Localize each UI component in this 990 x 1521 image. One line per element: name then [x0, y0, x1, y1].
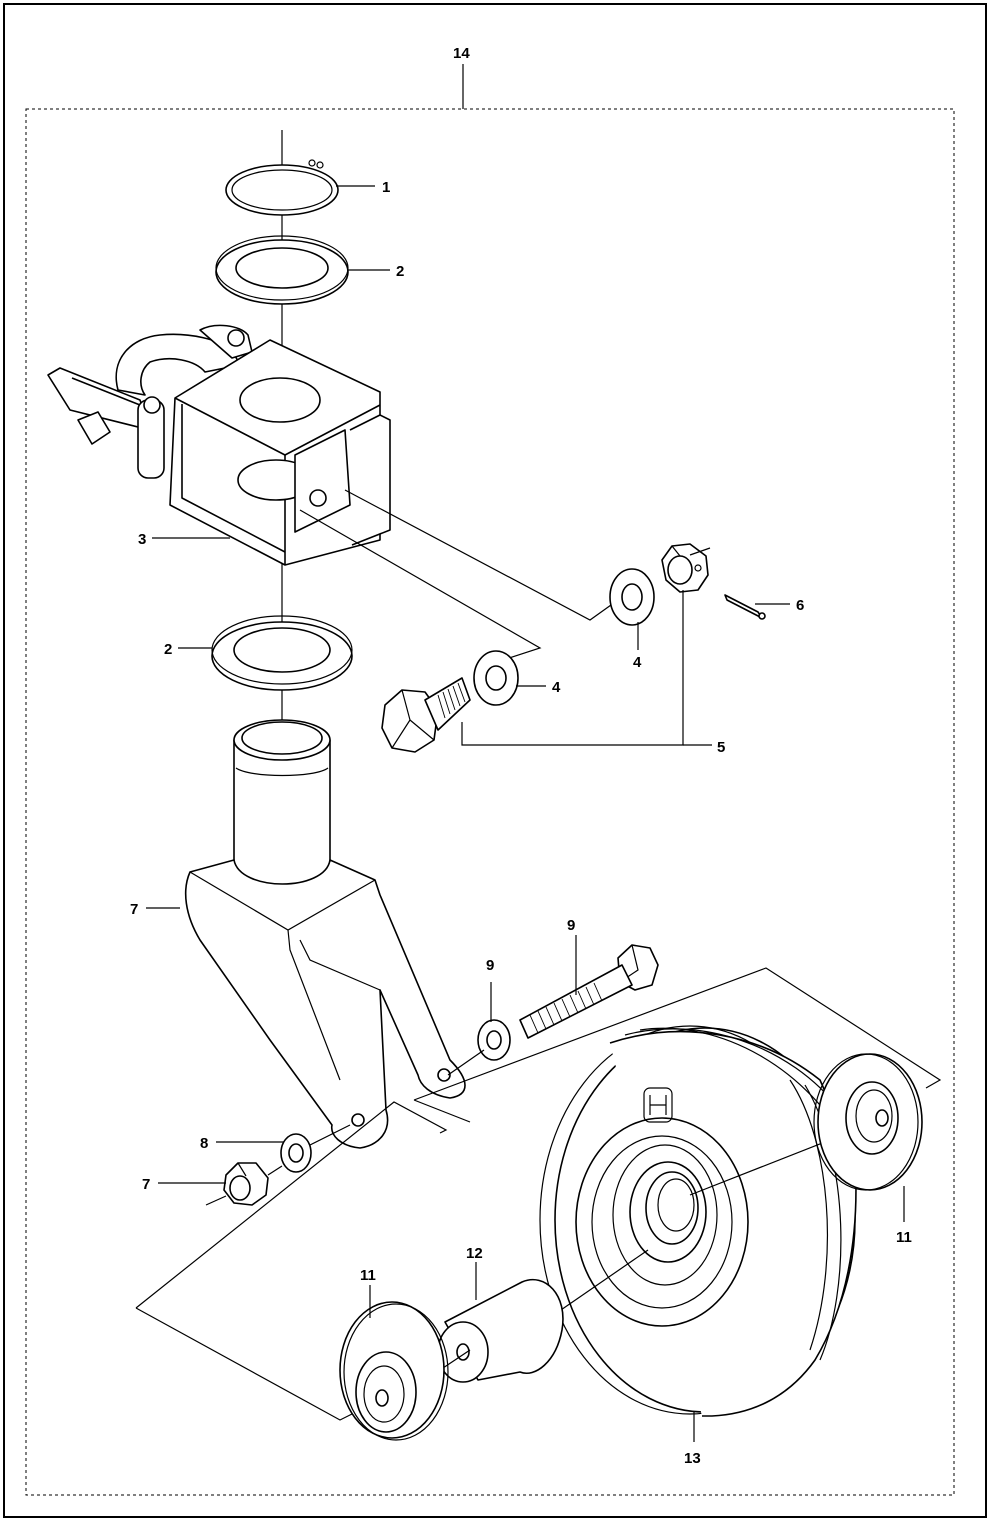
axis-nut [689, 547, 711, 556]
part-11-hubcap-right [813, 1053, 923, 1191]
label-12: 12 [466, 1245, 483, 1262]
part-2-upper-washer [215, 235, 349, 305]
label-4-right: 4 [633, 654, 642, 671]
page-border [3, 3, 987, 1518]
assembly-path-nut [344, 489, 619, 621]
part-8-lock-nut [223, 1162, 269, 1206]
assembly-plane-right-b [413, 1099, 471, 1123]
axis-nut-lower-b [267, 1165, 283, 1176]
part-6-pin [724, 594, 766, 620]
label-11-left: 11 [360, 1267, 376, 1284]
part-7-fork-arm [184, 719, 466, 1149]
part-11-hubcap-left [339, 1301, 449, 1441]
label-11-right: 11 [896, 1229, 912, 1246]
label-9-lower: 8 [200, 1135, 208, 1152]
leader-5 [461, 590, 684, 746]
axle-line-spacer [439, 1349, 471, 1371]
label-6: 6 [796, 597, 804, 614]
label-2-lower: 2 [164, 641, 172, 658]
part-2-lower-washer [211, 615, 353, 691]
label-8: 7 [142, 1176, 150, 1193]
part-5-bolt [381, 677, 471, 753]
label-10: 9 [567, 917, 575, 934]
part-13-wheel [539, 1025, 857, 1417]
assembly-plane-left [135, 1101, 448, 1309]
label-1: 1 [382, 179, 390, 196]
label-5: 5 [717, 739, 725, 756]
axle-line-lower [557, 1249, 649, 1313]
part-12-spacer [437, 1278, 564, 1383]
assembly-boundary [25, 108, 955, 1496]
part-1-retaining-ring [225, 159, 339, 216]
assembly-path-lower [309, 1124, 351, 1146]
part-9-washer-upper [477, 1019, 511, 1061]
label-14: 14 [453, 45, 470, 62]
assembly-plane-left-b [135, 1307, 353, 1421]
axis-nut-lower [205, 1195, 227, 1206]
part-4-washer-right [609, 568, 655, 626]
part-5-nut [661, 543, 709, 593]
assembly-path-bolt-fork [447, 1049, 485, 1076]
part-4-washer-left [473, 650, 519, 706]
part-3-clamp-bracket [47, 324, 391, 566]
label-3: 3 [138, 531, 146, 548]
part-10-long-bolt [519, 944, 659, 1039]
part-9-washer-lower [280, 1133, 312, 1173]
label-2-upper: 2 [396, 263, 404, 280]
label-9-upper: 9 [486, 957, 494, 974]
label-7: 7 [130, 901, 138, 918]
assembly-plane-right [413, 967, 942, 1101]
label-13: 13 [684, 1450, 701, 1467]
label-4-left: 4 [552, 679, 561, 696]
